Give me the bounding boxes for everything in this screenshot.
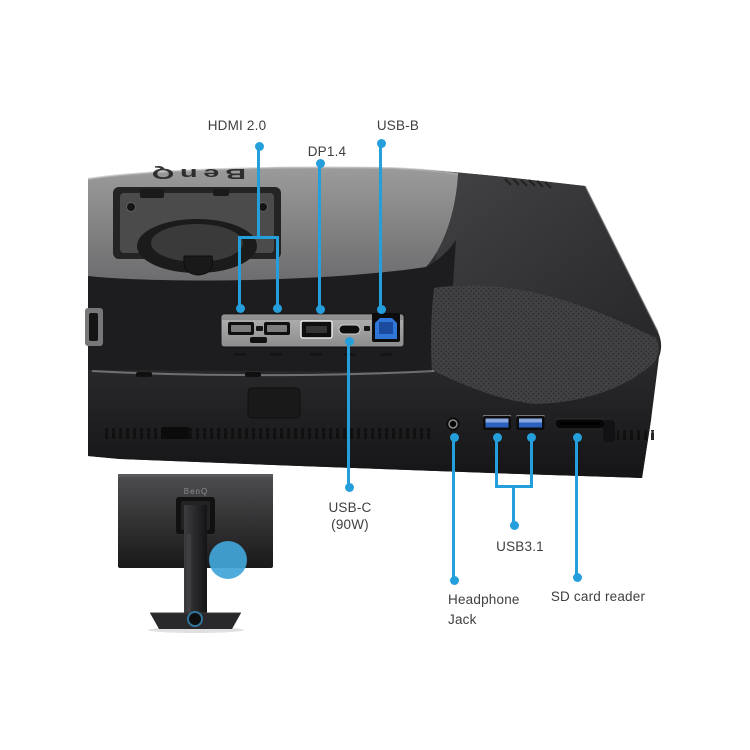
hdmi-port-2 [264,322,290,335]
hdmi-port-1 [228,322,254,335]
inset-highlight-circle [209,541,247,579]
hdmi-port-dot-2 [272,303,282,313]
inset-stand [148,505,244,633]
displayport [300,320,333,339]
headphone-label2: Jack [448,612,477,627]
inset-monitor: BenQ [118,474,273,633]
textured-band [431,285,659,406]
usb-b-port-dot [376,304,386,314]
headphone-leader-dot [449,575,459,585]
dp-label: DP1.4 [307,144,347,159]
usb-a-port-1 [483,415,511,430]
hdmi-label: HDMI 2.0 [207,118,267,133]
sd-label: SD card reader [550,589,646,604]
bottom-chin [88,360,656,478]
bottom-vents [103,428,433,439]
usb-c-leader-dot [344,482,354,492]
usb31-leader-stem [512,485,515,525]
dp-leader-line [318,163,321,310]
hdmi-leader-line [257,146,260,238]
sd-card-slot [556,418,604,428]
inset-cable-hole [187,611,203,627]
service-slot [256,326,263,331]
usb31-leader-dot [509,520,519,530]
usb-c-port [338,324,361,335]
usb-c-label: USB-C [328,500,372,515]
brand-logo: BenQ [146,165,246,182]
hdmi-port-dot-1 [235,303,245,313]
usb31-bracket [495,437,533,488]
rear-ports-panel [220,313,405,356]
hdmi-bracket [238,236,279,312]
sd-leader-line [575,437,578,577]
usb-c-leader-line [347,341,350,488]
usb-a-port-2 [516,415,545,430]
headphone-label: Headphone [448,592,520,607]
usb-b-label: USB-B [376,118,420,133]
headphone-port [446,417,460,431]
dp-port-dot [315,304,325,314]
sd-leader-dot [572,572,582,582]
usb-c-label2: (90W) [331,517,369,532]
inset-brand-logo: BenQ [184,487,208,496]
kensington-lock-slot [85,308,103,346]
usb31-label: USB3.1 [496,539,544,554]
grip-serration [504,178,552,189]
usb-b-leader-line [379,143,382,310]
usb-b-port [372,313,400,342]
headphone-leader-line [452,437,455,581]
